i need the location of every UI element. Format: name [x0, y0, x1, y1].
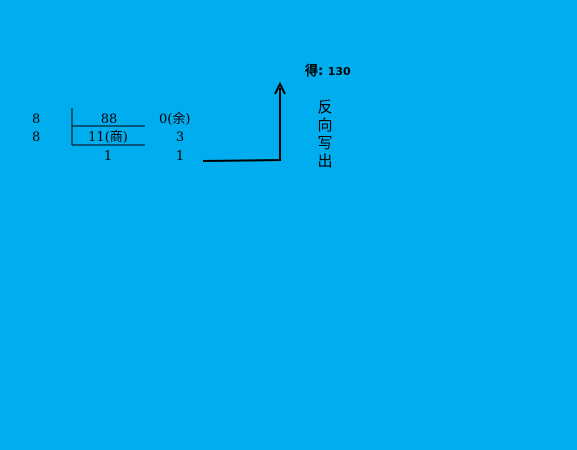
remainder-row-3: 1 — [175, 149, 185, 164]
remainder-row-2: 3 — [175, 130, 185, 145]
reverse-write-note: 反 向 写 出 — [316, 98, 334, 170]
remainder-row-1: 0(余) — [159, 112, 191, 127]
note-char-4: 出 — [317, 152, 333, 170]
note-char-1: 反 — [317, 98, 333, 116]
note-char-3: 写 — [317, 134, 333, 152]
dividend-row-1: 88 — [100, 112, 118, 127]
dividend-row-3: 1 — [103, 149, 113, 164]
result-label: 得: — [305, 64, 324, 79]
dividend-row-2: 11(商) — [88, 130, 128, 145]
note-char-2: 向 — [317, 116, 333, 134]
arrow-up-icon — [274, 81, 286, 95]
reverse-arrow-line — [202, 88, 281, 162]
result-value: 130 — [327, 65, 351, 78]
divisor-row-2: 8 — [32, 130, 41, 145]
divisor-row-1: 8 — [32, 112, 41, 127]
result-text: 得: 130 — [305, 64, 351, 80]
